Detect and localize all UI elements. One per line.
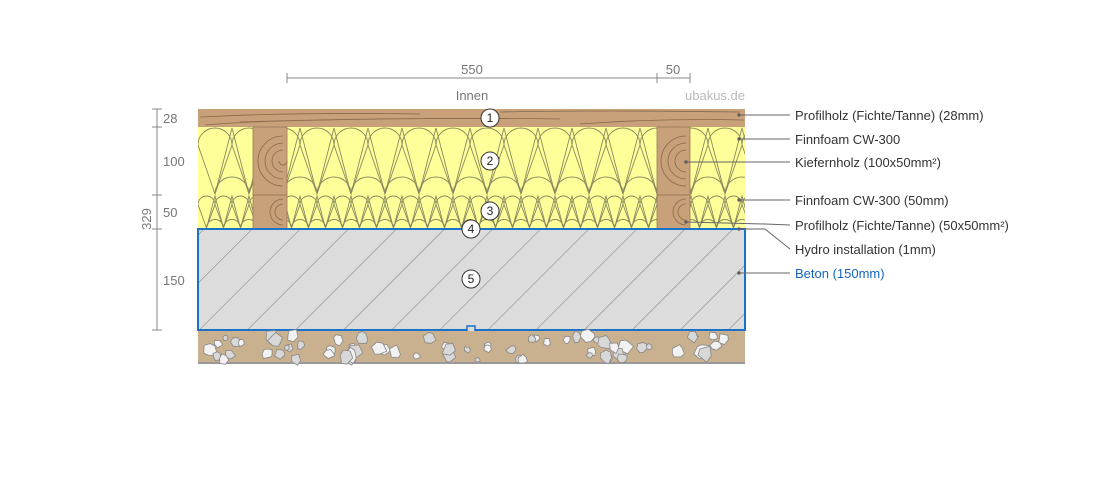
gravel-stone <box>412 352 422 360</box>
gravel-stone <box>463 346 472 354</box>
gravel-stone <box>274 348 286 360</box>
legend-item-finnfoam[interactable]: Finnfoam CW-300 <box>795 132 900 147</box>
gravel-stone <box>297 340 306 350</box>
insulation-fiber <box>741 197 745 215</box>
gravel-stone <box>225 350 237 360</box>
vertical-dimensions: 28 100 50 150 329 <box>139 108 185 331</box>
gravel-stone <box>203 343 217 356</box>
gravel-stone <box>322 349 336 360</box>
gravel-stone <box>355 331 369 344</box>
legend-item-beton[interactable]: Beton (150mm) <box>795 266 885 281</box>
gravel-stone <box>697 345 712 363</box>
gravel-stone <box>572 330 582 344</box>
layer-profilholz-top[interactable] <box>198 109 745 127</box>
legend-item-profilholz-50x50[interactable]: Profilholz (Fichte/Tanne) (50x50mm²) <box>795 218 1009 233</box>
legend-item-profilholz-28[interactable]: Profilholz (Fichte/Tanne) (28mm) <box>795 108 984 123</box>
gravel-stone <box>483 344 492 353</box>
gravel-stone <box>238 338 245 348</box>
svg-text:5: 5 <box>468 272 475 286</box>
gravel-stone <box>474 356 481 363</box>
layer-beton[interactable] <box>197 228 746 335</box>
gravel-stone <box>284 344 290 351</box>
legend: Profilholz (Fichte/Tanne) (28mm) Finnfoa… <box>795 108 1009 281</box>
gravel-stone <box>333 334 344 347</box>
gravel-stone <box>718 333 729 346</box>
timber-joist-left[interactable] <box>252 126 288 230</box>
gravel-stone <box>597 335 613 350</box>
gravel-stone <box>266 331 283 347</box>
horizontal-dimensions: 550 50 <box>286 62 691 83</box>
layer-markers: 1 2 3 4 5 <box>461 108 500 289</box>
gravel-stone <box>609 342 620 355</box>
gravel-stone <box>287 329 299 343</box>
gravel-stone <box>686 330 699 344</box>
gravel-bed <box>198 328 745 366</box>
dim-28: 28 <box>163 111 177 126</box>
marker-4[interactable]: 4 <box>461 219 481 239</box>
gravel-stone <box>441 343 457 356</box>
legend-item-hydro-installation[interactable]: Hydro installation (1mm) <box>795 242 936 257</box>
gravel-stone <box>616 353 628 364</box>
gravel-stone <box>388 344 401 359</box>
gravel-stone <box>672 344 685 358</box>
insulation-fiber <box>741 134 745 156</box>
gravel-stone <box>371 341 388 355</box>
marker-1[interactable]: 1 <box>480 108 500 128</box>
gravel-stone <box>599 349 612 365</box>
legend-leaders <box>684 113 791 275</box>
timber-joist-right[interactable] <box>656 126 691 230</box>
gravel-stone <box>708 331 719 341</box>
gravel-stone <box>290 353 302 366</box>
gravel-stone <box>505 345 517 355</box>
layer-finnfoam-100[interactable] <box>198 127 793 195</box>
dim-100: 100 <box>163 154 185 169</box>
gravel-stone <box>339 349 354 365</box>
legend-item-finnfoam-50[interactable]: Finnfoam CW-300 (50mm) <box>795 193 949 208</box>
gravel-stone <box>222 335 229 341</box>
legend-item-kiefernholz[interactable]: Kiefernholz (100x50mm²) <box>795 155 941 170</box>
gravel-stone <box>517 353 529 364</box>
dim-50-vert: 50 <box>163 205 177 220</box>
gravel-stone <box>213 339 224 349</box>
gravel-stone <box>528 333 537 343</box>
gravel-stone <box>212 351 222 362</box>
gravel-stone <box>562 335 571 345</box>
watermark: ubakus.de <box>685 88 745 103</box>
marker-3[interactable]: 3 <box>480 201 500 221</box>
gravel-stone <box>579 328 596 343</box>
gravel-stone <box>422 332 437 344</box>
dim-total: 329 <box>139 208 154 230</box>
marker-2[interactable]: 2 <box>480 151 500 171</box>
gravel-stone <box>219 353 230 365</box>
dim-50: 50 <box>666 62 680 77</box>
dim-550: 550 <box>461 62 483 77</box>
svg-text:2: 2 <box>487 154 494 168</box>
svg-text:4: 4 <box>468 222 475 236</box>
dim-150: 150 <box>163 273 185 288</box>
svg-text:3: 3 <box>487 204 494 218</box>
gravel-stone <box>585 352 593 359</box>
gravel-stone <box>636 342 648 354</box>
gravel-stone <box>543 337 551 347</box>
marker-5[interactable]: 5 <box>461 269 481 289</box>
svg-text:1: 1 <box>487 111 494 125</box>
side-label-innen: Innen <box>456 88 489 103</box>
gravel-stone <box>261 348 273 359</box>
